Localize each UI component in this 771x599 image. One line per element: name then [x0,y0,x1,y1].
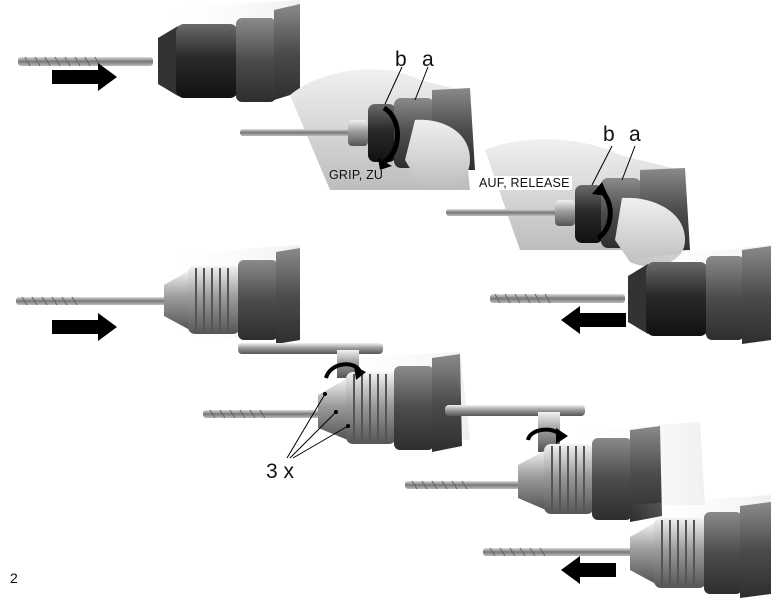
drill-bit [203,410,328,418]
panel-3-release-open [446,139,690,267]
panel-8-remove-bit-key-chuck [483,495,771,598]
drill-bit [16,297,166,305]
panel-7-loosen-with-key [405,405,705,522]
chuck-sleeve-b [368,104,396,162]
panel-5-insert-bit-key-chuck [16,245,300,344]
callout-b-panel2: b [395,48,407,71]
chuck-key-shaft [538,412,560,452]
chuck-sleeve [646,262,708,336]
panel-4-remove-bit [490,245,771,344]
arrow-right-icon [52,63,117,91]
panel-6-tighten-with-key [203,343,470,459]
page-number: 2 [10,570,18,586]
drill-bit [446,209,566,216]
callout-b-panel3: b [603,123,615,146]
arrow-right-icon [52,313,117,341]
callout-a-panel3: a [629,123,641,146]
chuck-sleeve-b [575,185,603,243]
drill-bit [18,57,153,66]
panel-1-insert-bit [18,0,300,102]
rotate-arrow-icon [382,105,400,165]
callout-3x: 3 x [266,460,295,483]
drill-bit [483,548,633,556]
chuck-sleeve [176,24,238,98]
arrow-left-icon [561,306,626,334]
panel-2-grip-close [240,66,475,190]
chuck-key-handle [238,343,383,354]
caption-grip-zu: GRIP, ZU [329,168,384,182]
chuck-key-handle [445,405,585,416]
drill-bit [240,129,360,136]
arrow-left-icon [561,556,616,584]
callout-a-panel2: a [422,48,434,71]
caption-auf-release: AUF, RELEASE [477,176,572,190]
drill-bit [490,294,625,303]
